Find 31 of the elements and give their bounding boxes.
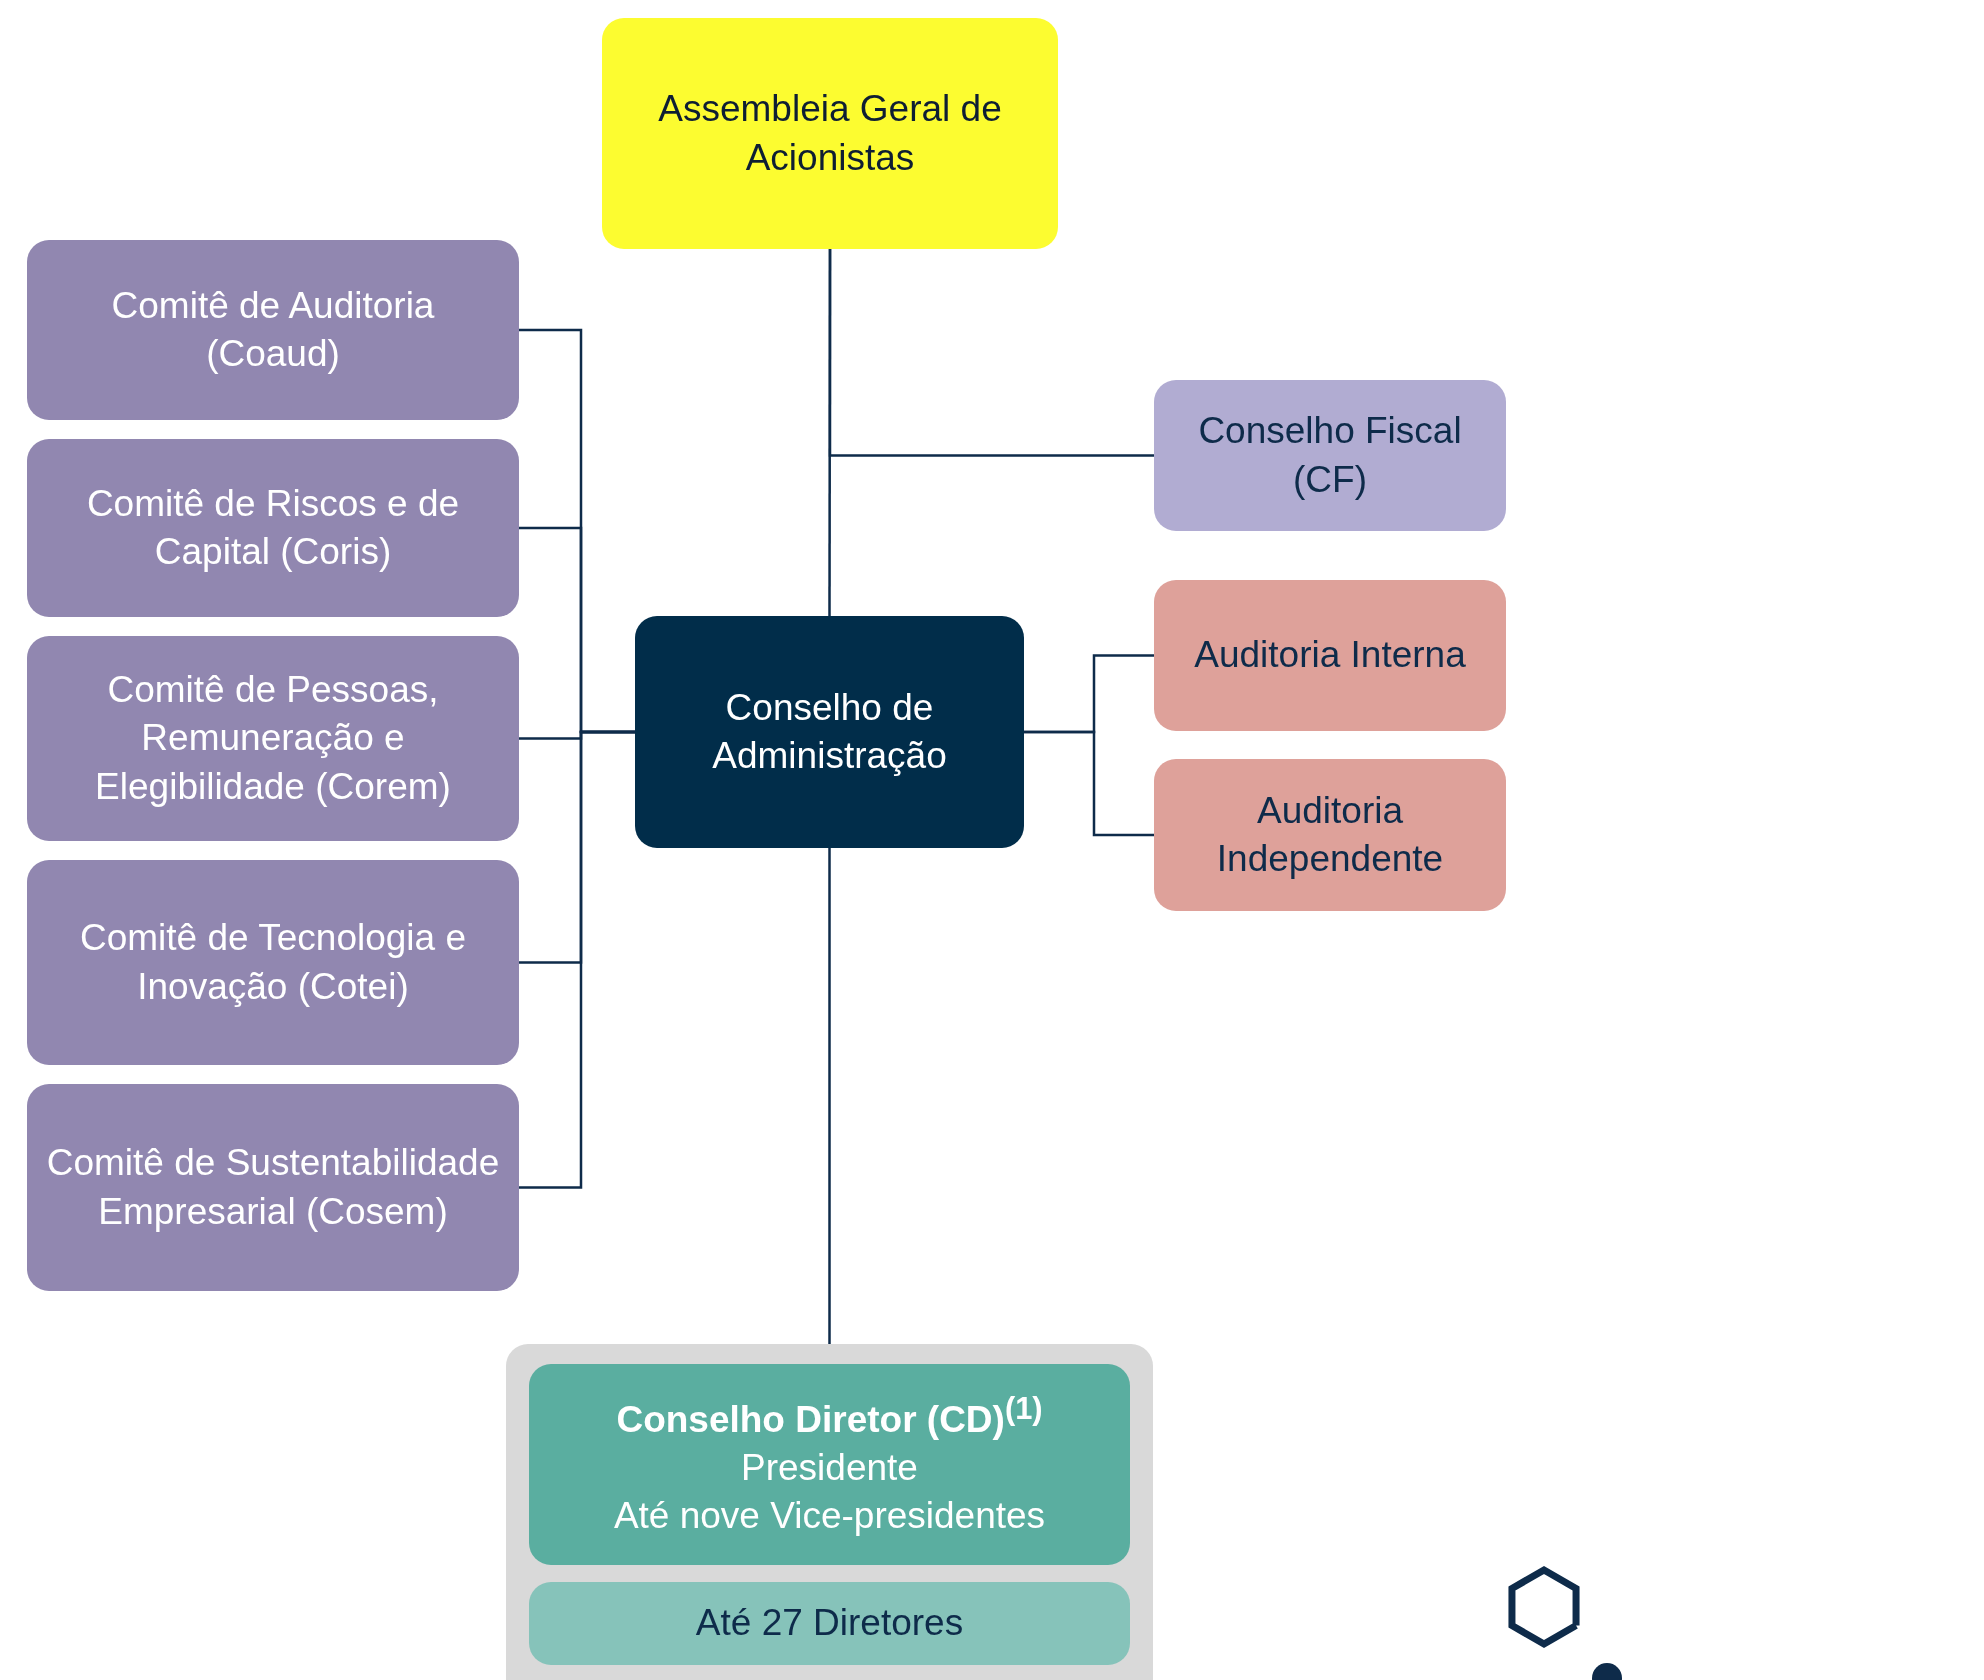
label-text: Comitê de Riscos e de Capital (Coris) [85,481,461,574]
audit-box [1154,580,1506,731]
connector-line [828,848,831,1344]
committee-box [27,439,519,617]
panel-background [506,1344,1153,1680]
label-text: Conselho Fiscal (CF) [1197,409,1463,502]
heading-text: Conselho Diretor (CD)$^{(1)}$ [616,1389,1043,1442]
connector-line [1024,730,1154,837]
committee-box [27,240,519,420]
label-text: Comitê de Pessoas, Remuneração e Elegibilidade (Corem) [94,668,452,809]
audit-box [1154,759,1506,911]
label-text: Presidente [741,1446,918,1491]
label-text: Comitê de Sustentabilidade Empresarial (Cosem) [45,1141,501,1234]
committee-box [27,636,519,841]
label-text: Até nove Vice-presidentes [613,1494,1046,1539]
label-text: Comitê de Auditoria (Coaud) [110,283,436,376]
council-box [1154,380,1506,531]
board-box [635,616,1024,848]
label-text: Comitê de Tecnologia e Inovação (Cotei) [79,916,467,1009]
label-text: Auditoria Interna [1194,633,1466,678]
label-text: Conselho de Administração [711,685,948,778]
committee-box [27,1084,519,1291]
connector-line [519,730,635,1189]
connector-line [828,249,832,616]
committee-box [27,860,519,1065]
directors-box [529,1582,1130,1665]
label-text: Auditoria Independente [1215,788,1445,881]
label-text: Até 27 Diretores [695,1601,964,1646]
label-text: Assembleia Geral de Acionistas [657,87,1003,180]
executive-box [529,1364,1130,1565]
governance-box [602,18,1058,249]
